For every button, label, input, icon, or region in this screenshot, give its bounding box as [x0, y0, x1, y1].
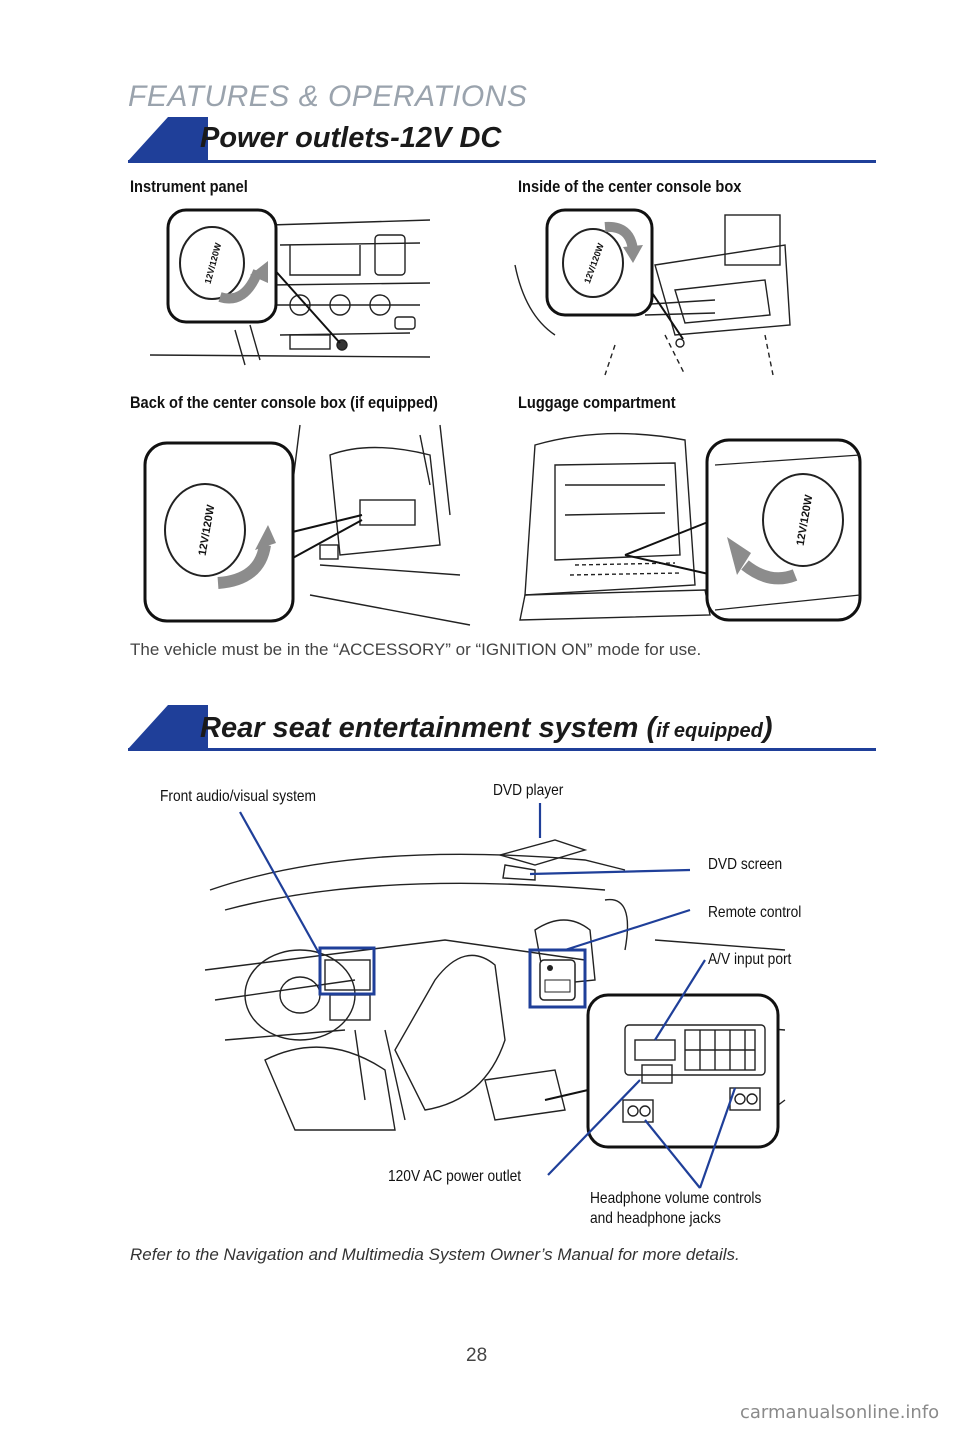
- section-header: FEATURES & OPERATIONS: [128, 80, 528, 113]
- caption-instrument-panel: Instrument panel: [130, 177, 248, 196]
- luggage-illustration: 12V/120W: [515, 425, 865, 625]
- console-back-illustration: 12V/120W: [140, 424, 480, 626]
- caption-console-back: Back of the center console box (if equip…: [130, 393, 438, 412]
- title-tab: [128, 117, 208, 161]
- rse-footnote: Refer to the Navigation and Multimedia S…: [130, 1245, 740, 1264]
- callout-dvd-player: DVD player: [493, 782, 564, 799]
- callout-dvd-screen: DVD screen: [708, 856, 783, 873]
- callout-front-av: Front audio/visual system: [160, 788, 317, 805]
- rse-illustration: [204, 800, 786, 1170]
- page-number: 28: [466, 1345, 488, 1366]
- rse-title-rule: [128, 748, 876, 751]
- caption-luggage: Luggage compartment: [518, 393, 676, 412]
- callout-headphone-2: and headphone jacks: [590, 1210, 721, 1227]
- callout-headphone-1: Headphone volume controls: [590, 1190, 762, 1207]
- callout-remote: Remote control: [708, 904, 802, 921]
- watermark: carmanualsonline.info: [740, 1402, 940, 1423]
- callout-av-input: A/V input port: [708, 951, 792, 968]
- callout-ac-outlet: 120V AC power outlet: [388, 1168, 522, 1185]
- instrument-panel-illustration: 12V/120W: [149, 205, 431, 366]
- power-note: The vehicle must be in the “ACCESSORY” o…: [130, 640, 702, 659]
- console-inside-illustration: 12V/120W: [514, 205, 795, 376]
- title-rule: [128, 160, 876, 163]
- rse-title-tab: [128, 705, 208, 749]
- caption-console-inside: Inside of the center console box: [518, 177, 742, 196]
- power-outlets-title: Power outlets-12V DC: [200, 122, 502, 154]
- rse-title: Rear seat entertainment system (if equip…: [200, 712, 773, 744]
